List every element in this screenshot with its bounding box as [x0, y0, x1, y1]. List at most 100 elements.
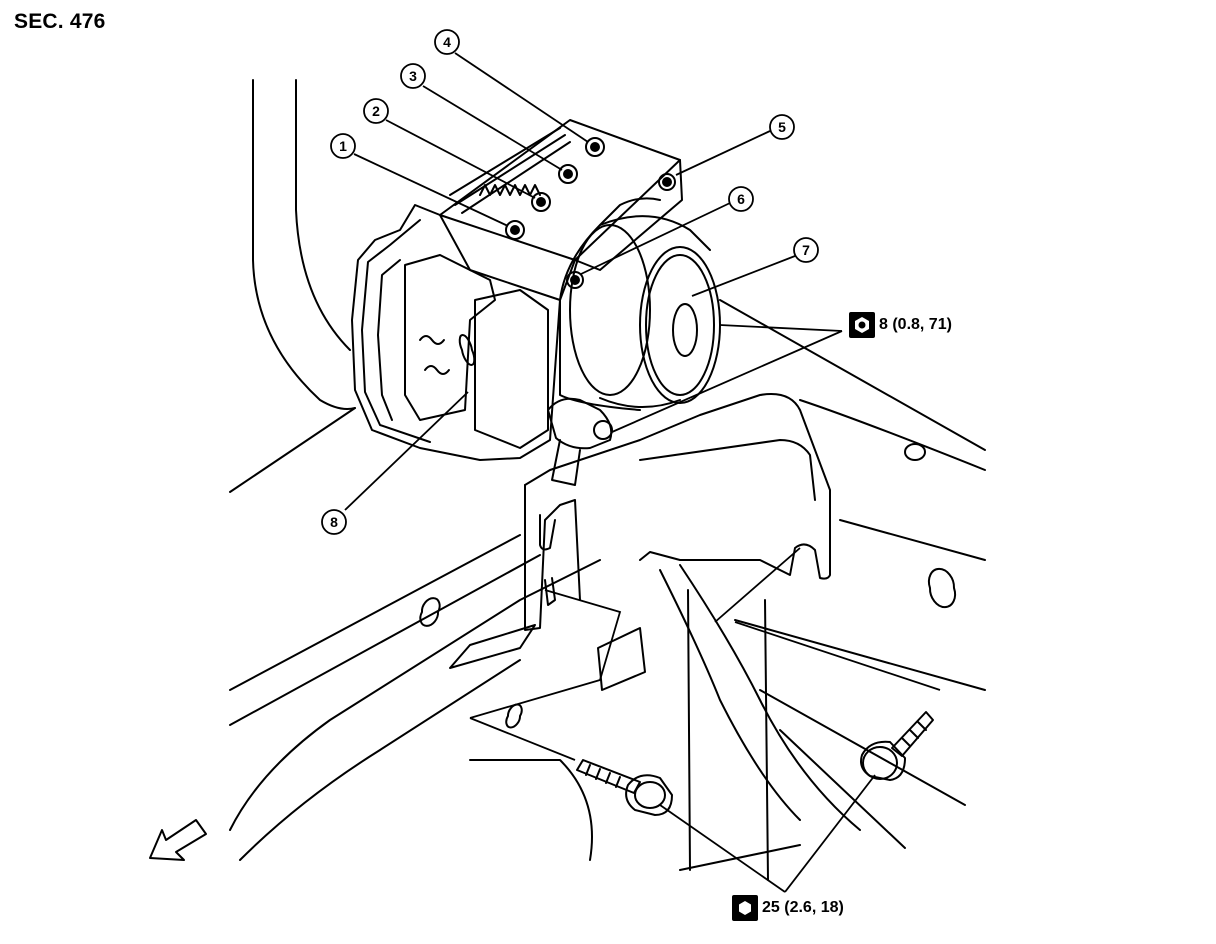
leader-5 [675, 130, 771, 176]
callout-4: 4 [443, 34, 451, 50]
body-panel-outline [252, 79, 356, 410]
vehicle-front-arrow-icon [149, 819, 207, 861]
frame-slot [449, 624, 536, 669]
pillar-rear [764, 599, 769, 881]
ecu-connector [404, 254, 496, 421]
torque-spec-upper: 8 (0.8, 71) [849, 312, 952, 338]
port-1 [505, 220, 525, 240]
port-3 [558, 164, 578, 184]
leader-torque-lower-b [784, 774, 876, 893]
section-label: SEC. 476 [14, 10, 106, 33]
mounting-bracket-foot [544, 577, 556, 606]
right-frame-3 [839, 519, 986, 561]
ecu-housing-layer-3 [377, 259, 401, 421]
torque-upper-text: 8 (0.8, 71) [879, 316, 952, 333]
reference-line-2 [469, 717, 576, 761]
leader-torque-upper-a [719, 324, 843, 332]
callout-5-circle [769, 114, 795, 140]
frame-rail-hole-2 [505, 703, 523, 729]
callout-7-circle [793, 237, 819, 263]
frame-rail-upper [229, 534, 521, 691]
callout-1: 1 [339, 138, 347, 154]
reference-line-3 [714, 547, 801, 623]
right-frame-2 [799, 399, 986, 471]
callout-2: 2 [372, 103, 380, 119]
right-frame-hole-2 [927, 567, 957, 609]
mounting-bolt-right-face [862, 746, 898, 780]
callout-2-circle [363, 98, 389, 124]
pillar-curve [659, 569, 801, 821]
callout-1-circle [330, 133, 356, 159]
callout-5: 5 [778, 119, 786, 135]
port-2-inner [536, 197, 546, 207]
right-frame-hole-1 [904, 443, 926, 461]
mounting-bolt-right-thread [891, 711, 934, 757]
hydraulic-unit-top [439, 119, 681, 261]
hydraulic-unit-ridges [449, 127, 571, 214]
port-5-inner [662, 177, 672, 187]
motor-end-center [672, 303, 698, 357]
torque-lower-text: 25 (2.6, 18) [762, 899, 844, 916]
leader-6 [580, 202, 731, 275]
callout-7: 7 [802, 242, 810, 258]
ecu-housing [351, 204, 561, 461]
hydraulic-unit-front [439, 214, 576, 301]
motor-housing-side [559, 197, 661, 301]
reference-line-4 [734, 621, 941, 691]
callout-8: 8 [330, 514, 338, 530]
bracket-bolt-stem [551, 439, 581, 486]
leader-8 [344, 391, 469, 511]
torque-spec-lower: 25 (2.6, 18) [732, 895, 844, 921]
callout-4-circle [434, 29, 460, 55]
port-4-inner [590, 142, 600, 152]
mounting-bracket-inner [639, 439, 816, 501]
pillar-bottom-2 [679, 844, 801, 871]
callout-6-circle [728, 186, 754, 212]
ecu-connector-detail [419, 334, 476, 375]
tightening-torque-bolt-icon [732, 895, 758, 921]
port-3-inner [563, 169, 573, 179]
frame-rail-lower [229, 559, 601, 831]
leader-3 [422, 85, 563, 171]
mounting-bolt-right-head [860, 740, 906, 781]
motor-body [599, 215, 711, 408]
port-4 [585, 137, 605, 157]
frame-slot-2 [597, 627, 646, 691]
frame-rail-hole-1 [419, 597, 441, 627]
leader-7 [691, 255, 796, 297]
leader-4 [454, 52, 589, 143]
frame-rail-upper-2 [229, 554, 541, 726]
leader-torque-lower-a [659, 804, 786, 893]
port-1-inner [510, 225, 520, 235]
mounting-bolt-left-face [634, 781, 666, 809]
port-2 [531, 192, 551, 212]
callout-3: 3 [409, 68, 417, 84]
mounting-bracket-slot [539, 514, 556, 551]
right-frame-6 [779, 729, 906, 849]
mounting-bracket [524, 393, 831, 580]
mounting-bolt-left-thread [576, 759, 641, 794]
frame-line-left [229, 407, 356, 493]
ecu-housing-layer-2 [361, 219, 431, 443]
motor-end-cover [639, 246, 721, 404]
callout-8-circle [321, 509, 347, 535]
motor-end-ring [645, 254, 715, 396]
ecu-connector-body [474, 289, 549, 449]
leader-1 [353, 153, 509, 227]
right-frame-1 [719, 299, 986, 451]
reference-line-1 [469, 589, 622, 719]
callout-6: 6 [737, 191, 745, 207]
right-frame-5 [759, 689, 966, 806]
frame-rail-lower-2 [239, 659, 521, 861]
tightening-torque-nut-icon [849, 312, 875, 338]
callout-3-circle [400, 63, 426, 89]
right-frame-4 [734, 619, 986, 691]
leader-2 [385, 119, 536, 199]
hydraulic-unit-teeth [479, 184, 541, 196]
body-panel-inner [295, 79, 351, 351]
pillar-bottom [469, 758, 593, 861]
port-5 [658, 173, 676, 191]
pillar-curve-2 [679, 564, 861, 831]
mounting-bracket-leg [524, 484, 581, 631]
